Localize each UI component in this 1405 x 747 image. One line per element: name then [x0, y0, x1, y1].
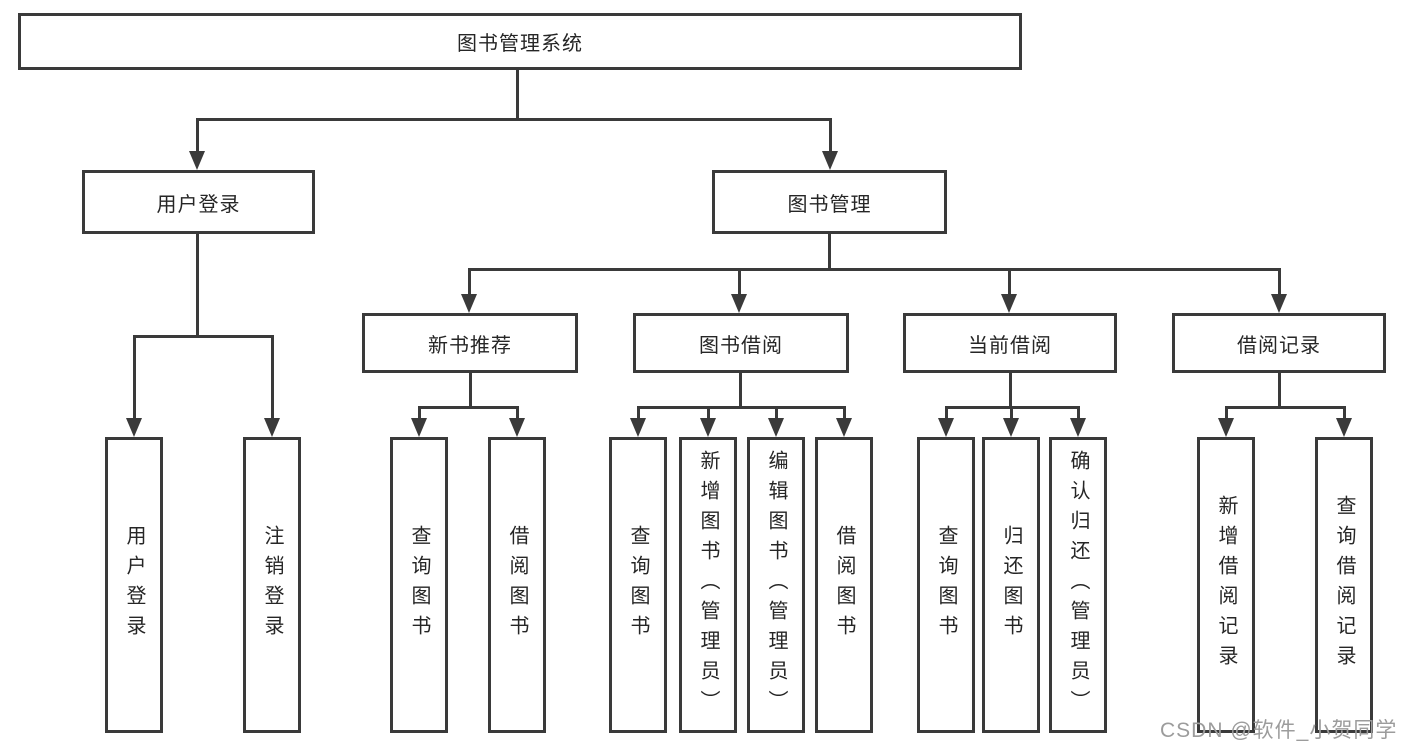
- connector-manage-stem: [827, 234, 831, 270]
- leaf-current-query-books: 查询图书: [917, 437, 975, 733]
- arrowhead-newbook-leaf1: [411, 418, 427, 437]
- connector-borrow-leaf4-shaft: [842, 406, 846, 421]
- arrowhead-login-leaf1: [126, 418, 142, 437]
- connector-current-shaft: [1007, 268, 1011, 296]
- leaf-newbook-query-books: 查询图书: [390, 437, 448, 733]
- connector-borrow-bar: [636, 406, 846, 409]
- node-current-borrow: 当前借阅: [903, 313, 1117, 373]
- leaf-current-confirm-return-admin: 确认归还（管理员）: [1049, 437, 1107, 733]
- connector-borrow-stem: [738, 373, 742, 409]
- connector-current-leaf2-shaft: [1009, 406, 1013, 421]
- connector-borrow-leaf3-shaft: [774, 406, 778, 421]
- leaf-user-login: 用户登录: [105, 437, 163, 733]
- connector-root-stem: [515, 68, 519, 120]
- connector-records-shaft: [1277, 268, 1281, 296]
- leaf-borrow-edit-books-admin: 编辑图书（管理员）: [747, 437, 805, 733]
- connector-newbook-leaf2-shaft: [515, 406, 519, 421]
- node-user-login: 用户登录: [82, 170, 315, 234]
- watermark: CSDN @软件_小贺同学: [1160, 719, 1398, 742]
- arrowhead-records-leaf2: [1336, 418, 1352, 437]
- connector-records-leaf1-shaft: [1224, 406, 1228, 421]
- connector-current-leaf3-shaft: [1076, 406, 1080, 421]
- arrowhead-newbook: [461, 294, 477, 313]
- connector-root-bar: [195, 118, 832, 121]
- arrowhead-current-leaf1: [938, 418, 954, 437]
- leaf-borrow-add-books-admin: 新增图书（管理员）: [679, 437, 737, 733]
- connector-borrow-shaft: [737, 268, 741, 296]
- arrowhead-current-leaf2: [1003, 418, 1019, 437]
- connector-login-stem: [195, 234, 199, 338]
- leaf-records-add-record: 新增借阅记录: [1197, 437, 1255, 733]
- arrowhead-records-leaf1: [1218, 418, 1234, 437]
- node-book-management: 图书管理: [712, 170, 947, 234]
- connector-login-bar: [132, 335, 274, 338]
- connector-newbook-bar: [417, 406, 519, 409]
- connector-newbook-leaf1-shaft: [417, 406, 421, 421]
- leaf-newbook-borrow-books: 借阅图书: [488, 437, 546, 733]
- leaf-logout-login: 注销登录: [243, 437, 301, 733]
- connector-records-leaf2-shaft: [1342, 406, 1346, 421]
- node-book-borrow: 图书借阅: [633, 313, 849, 373]
- connector-current-stem: [1008, 373, 1012, 409]
- arrowhead-newbook-leaf2: [509, 418, 525, 437]
- node-borrow-records: 借阅记录: [1172, 313, 1386, 373]
- arrowhead-current-leaf3: [1070, 418, 1086, 437]
- arrowhead-manage: [822, 151, 838, 170]
- connector-login-leaf1-shaft: [132, 335, 136, 421]
- connector-newbook-stem: [468, 373, 472, 409]
- node-root-library-system: 图书管理系统: [18, 13, 1022, 70]
- connector-current-leaf1-shaft: [944, 406, 948, 421]
- arrowhead-borrow-leaf2: [700, 418, 716, 437]
- connector-borrow-leaf2-shaft: [706, 406, 710, 421]
- node-new-book-recommend: 新书推荐: [362, 313, 578, 373]
- arrowhead-borrow-leaf4: [836, 418, 852, 437]
- arrowhead-login: [189, 151, 205, 170]
- connector-newbook-shaft: [467, 268, 471, 296]
- connector-login-shaft: [195, 118, 199, 154]
- connector-login-leaf2-shaft: [270, 335, 274, 421]
- leaf-records-query-record: 查询借阅记录: [1315, 437, 1373, 733]
- leaf-current-return-books: 归还图书: [982, 437, 1040, 733]
- arrowhead-borrow-leaf1: [630, 418, 646, 437]
- connector-records-bar: [1224, 406, 1346, 409]
- connector-records-stem: [1277, 373, 1281, 409]
- connector-borrow-leaf1-shaft: [636, 406, 640, 421]
- leaf-borrow-query-books: 查询图书: [609, 437, 667, 733]
- leaf-borrow-borrow-books: 借阅图书: [815, 437, 873, 733]
- arrowhead-borrow: [731, 294, 747, 313]
- arrowhead-login-leaf2: [264, 418, 280, 437]
- connector-manage-bar: [467, 268, 1281, 271]
- arrowhead-current: [1001, 294, 1017, 313]
- connector-manage-shaft: [828, 118, 832, 154]
- arrowhead-records: [1271, 294, 1287, 313]
- arrowhead-borrow-leaf3: [768, 418, 784, 437]
